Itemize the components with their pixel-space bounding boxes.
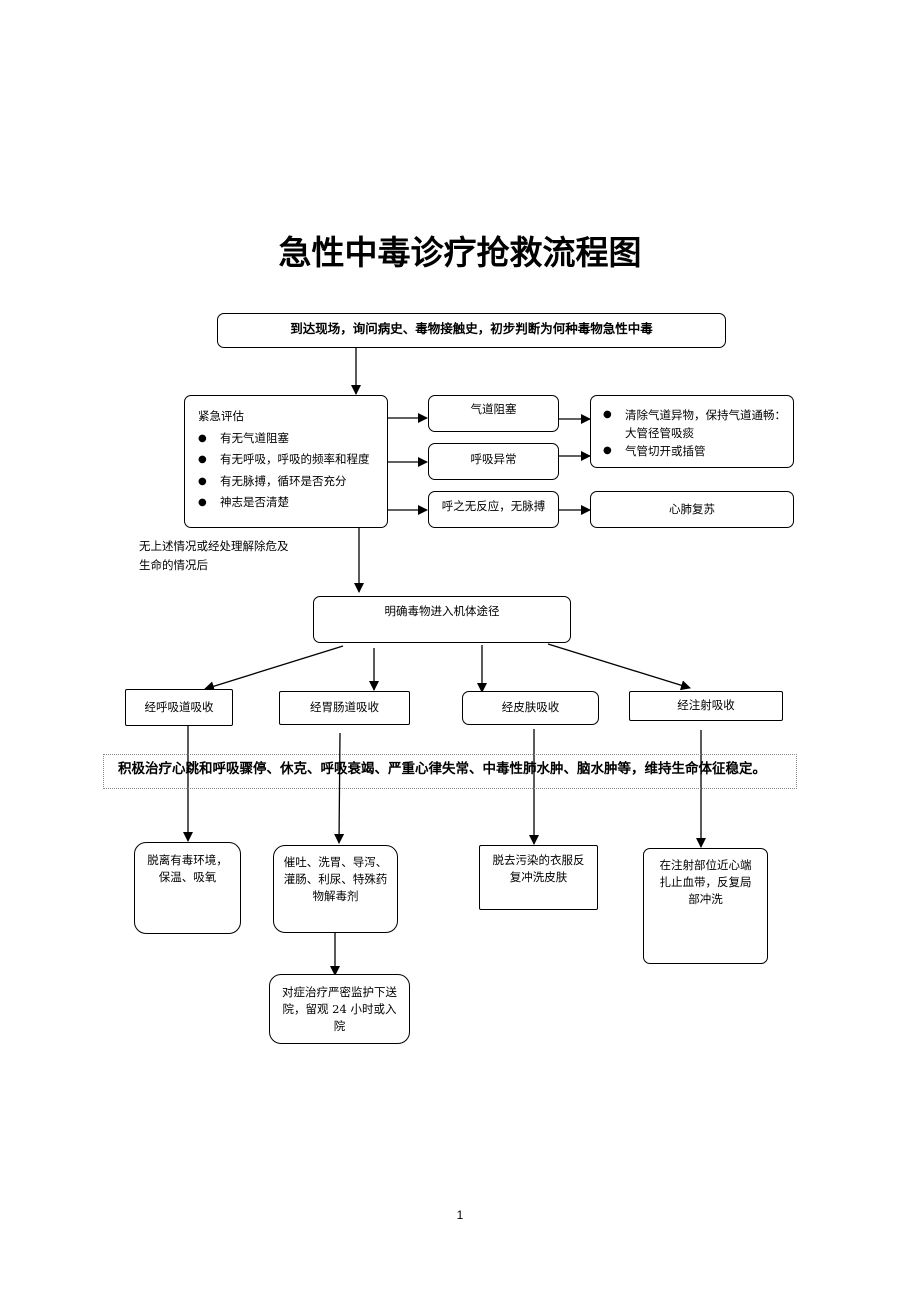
airway-obstruction-text: 气道阻塞 [470, 402, 517, 416]
start-box: 到达现场，询问病史、毒物接触史，初步判断为何种毒物急性中毒 [217, 313, 726, 348]
route-skin-box: 经皮肤吸收 [462, 691, 599, 725]
route-skin-text: 经皮肤吸收 [501, 700, 560, 714]
treatment-injection-box: 在注射部位近心端扎止血带，反复局部冲洗 [643, 848, 768, 964]
abnormal-breathing-text: 呼吸异常 [470, 452, 517, 466]
cpr-box: 心肺复苏 [590, 491, 794, 528]
airway-actions-box: 清除气道异物，保持气道通畅：大管径管吸痰 气管切开或插管 [590, 395, 794, 468]
treatment-respiratory-text: 脱离有毒环境，保温、吸氧 [147, 853, 228, 884]
route-injection-box: 经注射吸收 [629, 691, 783, 721]
followup-text: 对症治疗严密监护下送院，留观 24 小时或入院 [282, 985, 397, 1033]
transition-note: 无上述情况或经处理解除危及生命的情况后 [139, 539, 289, 572]
route-gi-text: 经胃肠道吸收 [310, 700, 379, 714]
arrow-route-injection [547, 643, 691, 691]
assessment-item: 神志是否清楚 [198, 492, 387, 514]
treatment-skin-text: 脱去污染的衣服反复冲洗皮肤 [492, 853, 585, 884]
assessment-item: 有无气道阻塞 [198, 428, 387, 450]
airway-action-item: 气管切开或插管 [603, 442, 787, 460]
route-respiratory-box: 经呼吸道吸收 [125, 689, 233, 726]
treatment-injection-text: 在注射部位近心端扎止血带，反复局部冲洗 [659, 858, 752, 906]
abnormal-breathing-box: 呼吸异常 [428, 443, 559, 480]
no-response-box: 呼之无反应，无脉搏 [428, 491, 559, 528]
poison-route-text: 明确毒物进入机体途径 [384, 604, 500, 618]
cpr-text: 心肺复苏 [669, 502, 715, 516]
no-response-text: 呼之无反应，无脉搏 [441, 499, 546, 513]
assessment-heading: 紧急评估 [198, 409, 244, 423]
airway-actions-list: 清除气道异物，保持气道通畅：大管径管吸痰 气管切开或插管 [603, 406, 787, 460]
airway-obstruction-box: 气道阻塞 [428, 395, 559, 432]
stabilization-text: 积极治疗心跳和呼吸骤停、休克、呼吸衰竭、严重心律失常、中毒性肺水肿、脑水肿等，维… [118, 761, 766, 777]
treatment-skin-box: 脱去污染的衣服反复冲洗皮肤 [479, 845, 598, 910]
assessment-item: 有无呼吸，呼吸的频率和程度 [198, 449, 387, 471]
page-title: 急性中毒诊疗抢救流程图 [278, 233, 642, 272]
emergency-assessment-box: 紧急评估 有无气道阻塞 有无呼吸，呼吸的频率和程度 有无脉搏，循环是否充分 神志… [184, 395, 388, 528]
treatment-respiratory-box: 脱离有毒环境，保温、吸氧 [134, 842, 241, 934]
arrow-route-respiratory [204, 645, 344, 692]
airway-action-item: 清除气道异物，保持气道通畅：大管径管吸痰 [603, 406, 787, 442]
followup-box: 对症治疗严密监护下送院，留观 24 小时或入院 [269, 974, 410, 1044]
treatment-gi-text: 催吐、洗胃、导泻、灌肠、利尿、特殊药物解毒剂 [283, 855, 388, 903]
poison-route-box: 明确毒物进入机体途径 [313, 596, 571, 643]
route-injection-text: 经注射吸收 [677, 698, 735, 712]
treatment-gi-box: 催吐、洗胃、导泻、灌肠、利尿、特殊药物解毒剂 [273, 845, 398, 933]
route-gi-box: 经胃肠道吸收 [279, 691, 410, 725]
assessment-item: 有无脉搏，循环是否充分 [198, 471, 387, 493]
assessment-list: 有无气道阻塞 有无呼吸，呼吸的频率和程度 有无脉搏，循环是否充分 神志是否清楚 [198, 428, 387, 514]
route-respiratory-text: 经呼吸道吸收 [144, 700, 214, 714]
stabilization-banner: 积极治疗心跳和呼吸骤停、休克、呼吸衰竭、严重心律失常、中毒性肺水肿、脑水肿等，维… [103, 754, 797, 789]
page-number: 1 [456, 1208, 464, 1222]
start-text: 到达现场，询问病史、毒物接触史，初步判断为何种毒物急性中毒 [290, 321, 653, 336]
